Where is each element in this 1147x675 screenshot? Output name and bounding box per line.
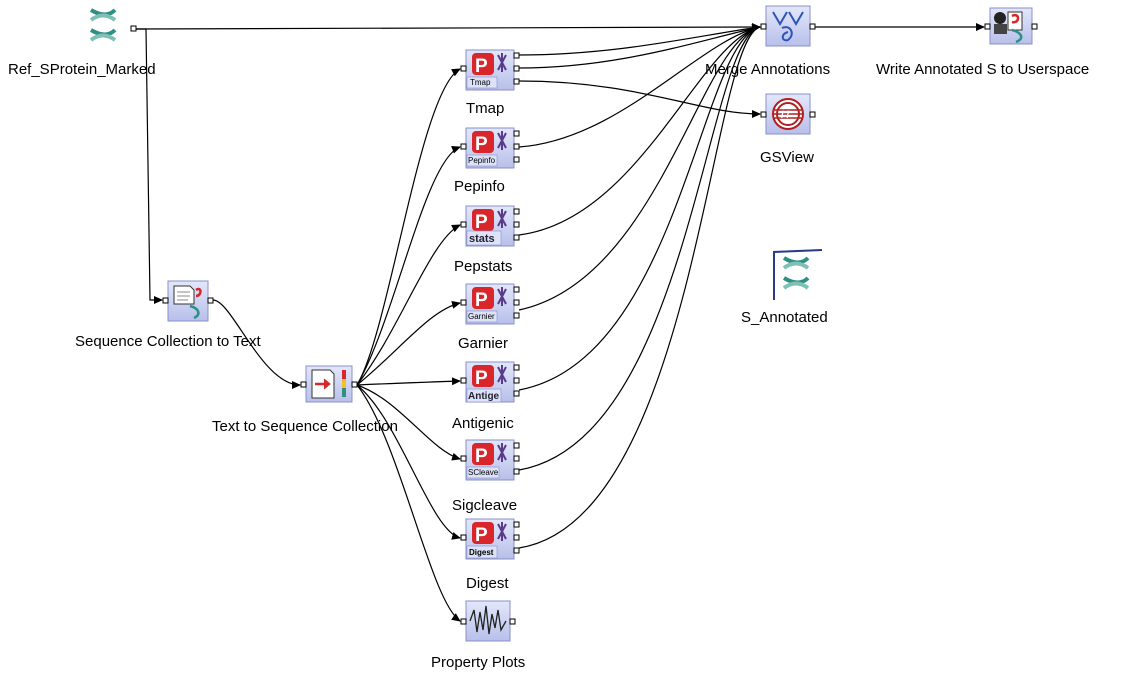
node-antigenic[interactable]: Antige [460,361,520,403]
edge-pepstats-to-merge [518,26,761,236]
output-frame [773,249,823,300]
node-label-pepinfo: Pepinfo [454,178,505,195]
node-label: Sequence Collection to Text [75,333,262,350]
node-badge: Tmap [470,78,491,87]
edge-text2seq-to-sigcleave [356,384,461,461]
node-badge: stats [469,233,495,245]
edge-seq2text-to-text2seq [212,299,301,389]
node-write-annotated[interactable]: Write Annotated S to Userspace [876,7,1089,78]
node-text-to-sequence-collection[interactable]: Text to Sequence Collection [212,365,398,435]
node-sigcleave[interactable]: SCleave [460,439,520,481]
input-port[interactable] [760,111,767,118]
edges [135,23,985,622]
node-label-digest: Digest [466,575,509,592]
edge-ref-to-merge [135,23,761,32]
input-port[interactable] [162,297,169,304]
edge-pepinfo-to-merge [518,26,761,148]
input-port[interactable] [760,23,767,30]
edge-garnier-to-merge [518,26,761,311]
svg-text:/ /: / / [781,110,790,121]
input-port[interactable] [984,23,991,30]
dna-icon [782,256,810,290]
output-port[interactable] [207,297,214,304]
output-port[interactable] [1031,23,1038,30]
edge-antigenic-to-merge [518,26,761,391]
node-label: Property Plots [431,654,525,671]
edge-text2seq-to-digest [356,384,461,540]
edge-sigcleave-to-merge [518,26,761,471]
edge-text2seq-to-pepinfo [356,146,461,386]
node-digest[interactable]: Digest [460,518,520,560]
node-gsview[interactable]: / / GSView [760,93,816,166]
node-merge-annotations[interactable]: Merge Annotations [705,5,830,78]
node-label: GSView [760,149,814,166]
edge-tmap-out3-to-merge [518,26,761,69]
node-label: S_Annotated [741,309,828,326]
node-label-tmap: Tmap [466,100,504,117]
node-label: Ref_SProtein_Marked [8,61,156,78]
node-label: Text to Sequence Collection [212,418,398,435]
node-badge: Digest [469,548,494,557]
node-label: Merge Annotations [705,61,830,78]
output-port[interactable] [809,111,816,118]
edge-text2seq-to-pepstats [356,224,461,386]
output-port[interactable] [351,381,358,388]
node-badge: SCleave [468,468,499,477]
edge-text2seq-to-plots [356,384,461,622]
node-garnier[interactable]: Garnier [460,283,520,325]
node-badge: Pepinfo [468,156,496,165]
node-sequence-collection-to-text[interactable]: Sequence Collection to Text [75,280,262,350]
edge-tmap-to-merge [518,24,761,56]
node-label-sigcleave: Sigcleave [452,497,517,514]
output-port[interactable] [130,25,137,32]
node-badge: Garnier [468,312,495,321]
output-port[interactable] [809,23,816,30]
node-pepinfo[interactable]: Pepinfo [460,127,520,169]
output-port[interactable] [509,618,516,625]
input-port[interactable] [300,381,307,388]
node-s-annotated[interactable]: S_Annotated [741,249,828,326]
dna-icon [89,8,117,42]
node-ref-sprotein-marked[interactable]: Ref_SProtein_Marked [8,8,156,78]
edge-ref-to-seq2text [136,28,163,304]
input-port[interactable] [460,618,467,625]
edge-text2seq-to-tmap [356,68,461,386]
node-badge: Antige [468,391,500,402]
node-label-garnier: Garnier [458,335,508,352]
node-label-antigenic: Antigenic [452,415,514,432]
node-tmap[interactable]: Tmap [460,49,520,91]
edge-digest-to-merge [518,26,761,549]
node-label-pepstats: Pepstats [454,258,512,275]
edge-text2seq-to-garnier [356,300,461,386]
node-label: Write Annotated S to Userspace [876,61,1089,78]
node-pepstats[interactable]: stats [460,205,520,247]
node-property-plots[interactable]: Property Plots [431,600,525,671]
edge-text2seq-to-antigenic [356,377,461,386]
edge-tmap-to-gsview [518,80,761,118]
